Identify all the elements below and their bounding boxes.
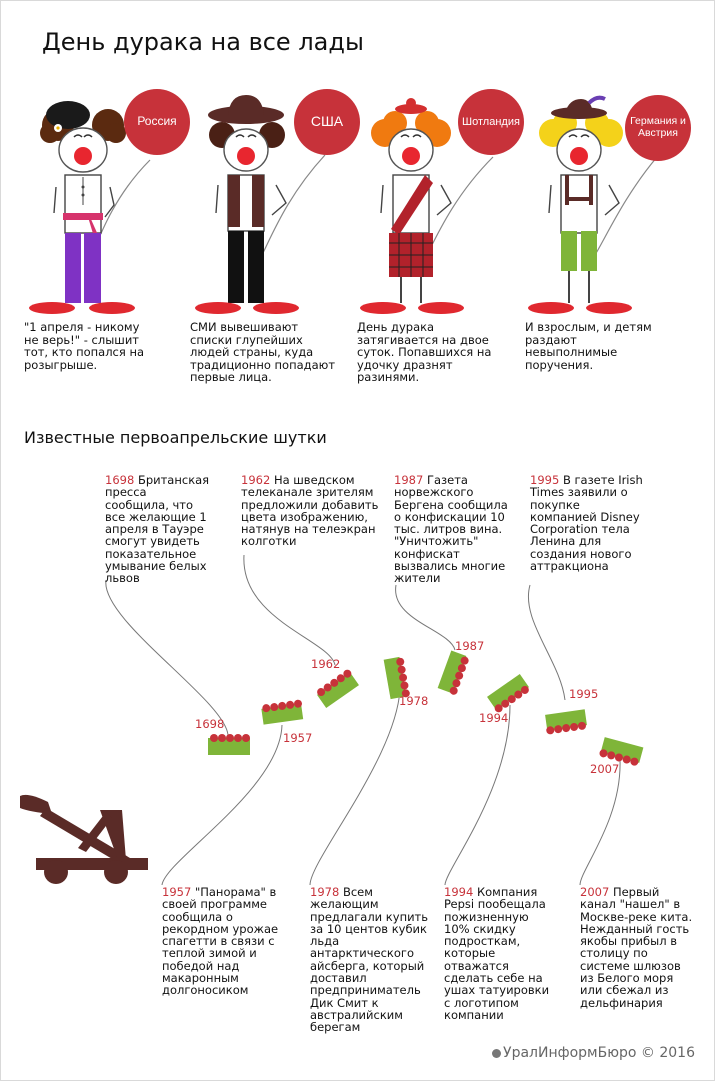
joke-year: 1994 [444, 885, 474, 899]
timeline-year-1698: 1698 [195, 717, 225, 731]
timeline-year-2007: 2007 [590, 762, 620, 776]
clown-germany-illustration [528, 95, 658, 314]
timeline-year-1957: 1957 [283, 731, 313, 745]
joke-1962: 1962 На шведском телеканале зрителям пре… [241, 474, 381, 548]
joke-1995: 1995 В газете Irish Times заявили о поку… [530, 474, 648, 572]
clown-scotland-illustration [360, 98, 494, 314]
joke-year: 1698 [105, 473, 135, 487]
footer-brand: УралИнформБюро [503, 1045, 637, 1061]
clown-text-germany: И взрослым, и детям раздают невыполнимые… [525, 320, 652, 372]
joke-year: 1987 [394, 473, 424, 487]
joke-1978: 1978 Всем желающим предлагали купить за … [310, 886, 432, 1034]
clown-text-scotland: День дурака затягивается на двое суток. … [357, 320, 492, 384]
joke-2007: 2007 Первый канал "нашел" в Москве-реке … [580, 886, 696, 1009]
joke-1994: 1994 Компания Pepsi пообещала пожизненну… [444, 886, 556, 1021]
joke-year: 1957 [162, 885, 192, 899]
cake-1698 [208, 734, 250, 755]
balloon-scotland: Шотландия [458, 89, 524, 155]
clown-text-usa: СМИ вывешивают списки глупейших людей ст… [190, 320, 336, 384]
joke-year: 1995 [530, 473, 560, 487]
timeline-year-1962: 1962 [311, 657, 341, 671]
balloon-usa: США [294, 89, 360, 155]
timeline-year-1987: 1987 [455, 639, 485, 653]
joke-text: "Панорама" в своей программе сообщила о … [162, 885, 279, 998]
joke-text: Газета норвежского Бергена сообщила о ко… [394, 473, 508, 586]
page-title: День дурака на все лады [42, 28, 364, 56]
joke-text: В газете Irish Times заявили о покупке к… [530, 473, 643, 574]
joke-year: 1978 [310, 885, 340, 899]
catapult-icon [20, 794, 148, 884]
joke-year: 1962 [241, 473, 271, 487]
clown-usa-illustration [195, 95, 326, 314]
section-title: Известные первоапрельские шутки [24, 428, 327, 447]
clown-text-russia: "1 апреля - никому не верь!" - слышит то… [24, 320, 145, 372]
joke-1957: 1957 "Панорама" в своей программе сообщи… [162, 886, 286, 997]
footer-credit: УралИнформБюро © 2016 [492, 1045, 695, 1061]
footer-copyright: © 2016 [640, 1045, 695, 1061]
timeline-year-1994: 1994 [479, 711, 509, 725]
clown-russia-illustration [29, 101, 151, 314]
timeline-year-1978: 1978 [399, 694, 429, 708]
joke-text: Первый канал "нашел" в Москве-реке кита.… [580, 885, 693, 1010]
joke-text: Британская пресса сообщила, что все жела… [105, 473, 210, 586]
logo-dot-icon [492, 1048, 502, 1058]
joke-text: Всем желающим предлагали купить за 10 це… [310, 885, 429, 1035]
balloon-russia: Россия [124, 89, 190, 155]
joke-text: Компания Pepsi пообещала пожизненную 10%… [444, 885, 550, 1022]
joke-text: На шведском телеканале зрителям предложи… [241, 473, 379, 549]
joke-1698: 1698 Британская пресса сообщила, что все… [105, 474, 213, 585]
timeline-year-1995: 1995 [569, 687, 599, 701]
joke-1987: 1987 Газета норвежского Бергена сообщила… [394, 474, 514, 585]
joke-year: 2007 [580, 885, 610, 899]
balloon-germany-austria: Германия и Австрия [625, 95, 691, 161]
